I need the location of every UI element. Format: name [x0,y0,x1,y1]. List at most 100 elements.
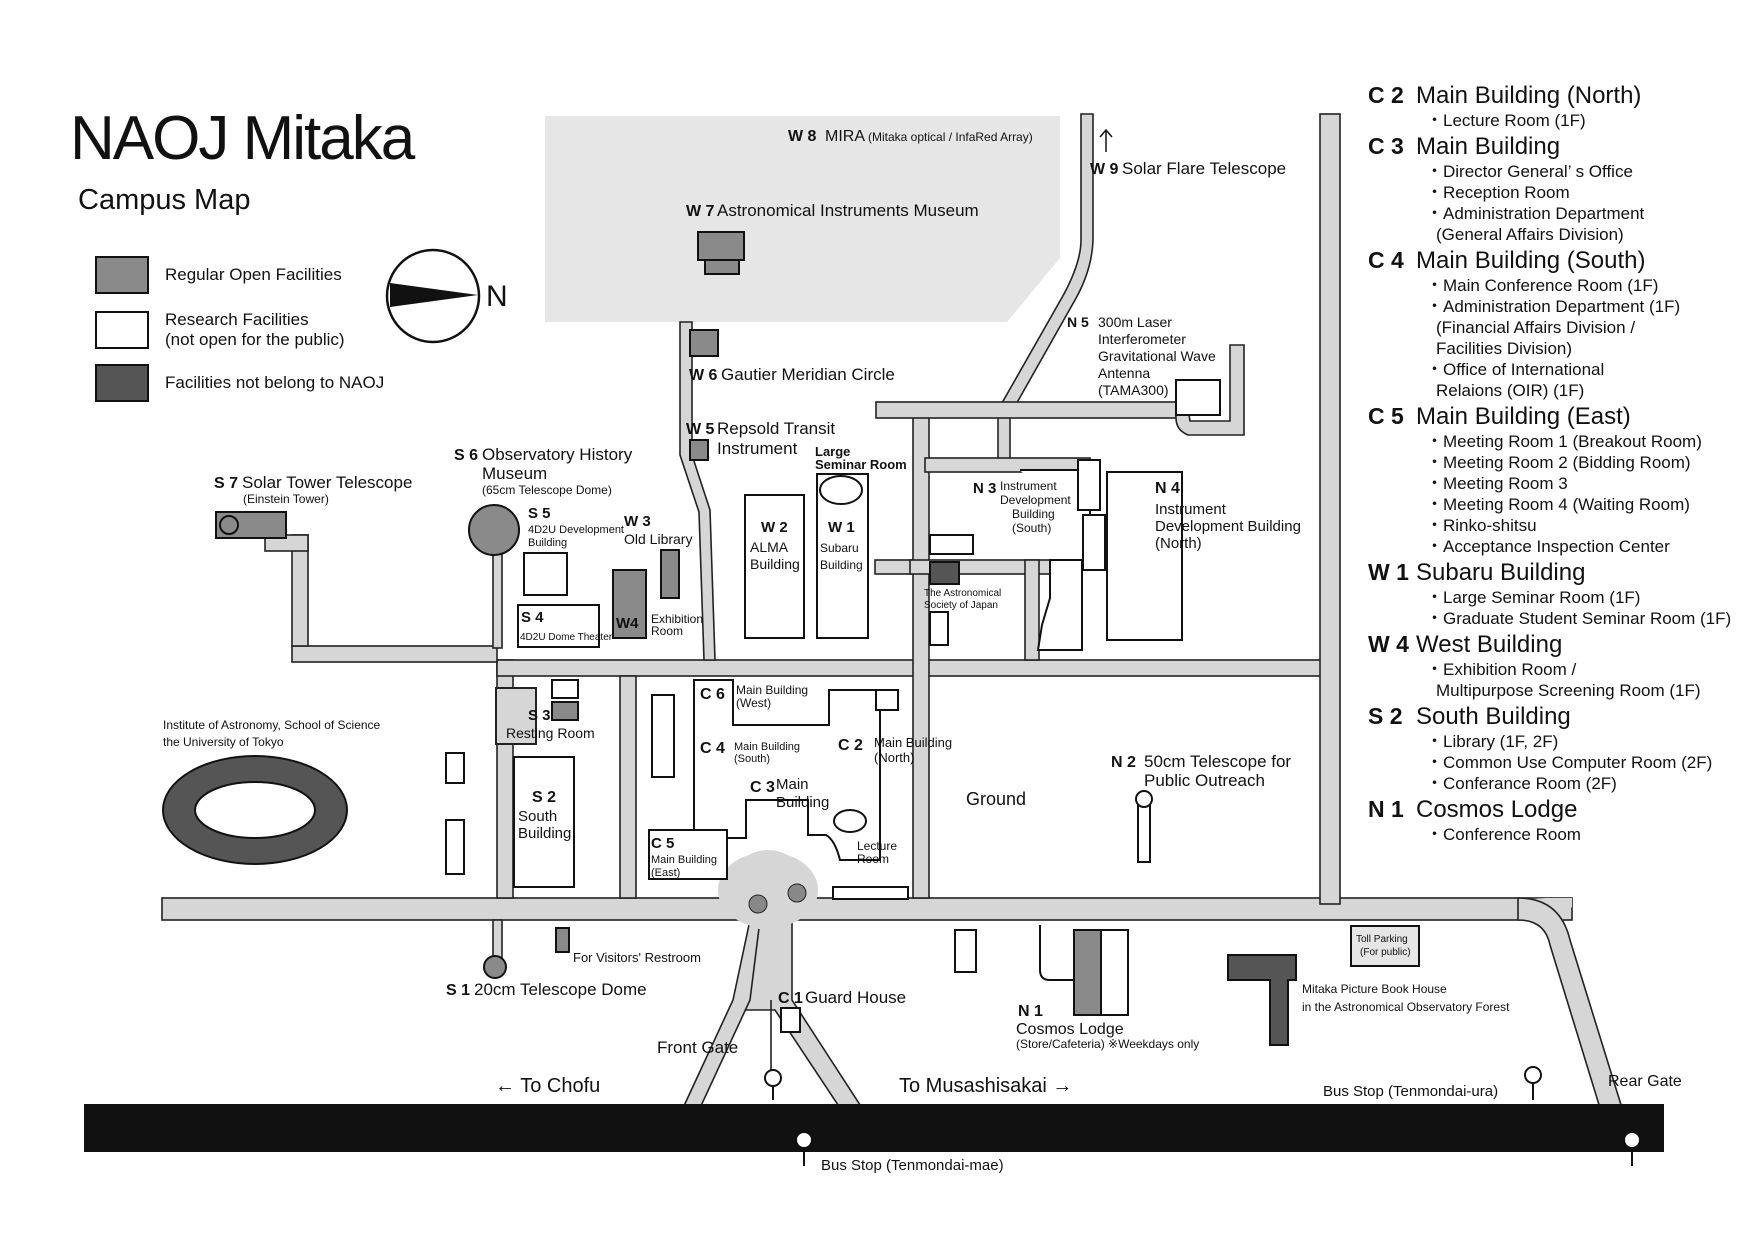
w5-name-2: Instrument [717,439,798,458]
picture-2: in the Astronomical Observatory Forest [1302,1000,1510,1014]
index-code: C 3 [1368,133,1404,159]
bldg-n1b [1100,929,1129,1016]
index-item: ・Director General’ s Office [1426,162,1633,181]
index-item: ・Exhibition Room / Multipurpose Screenin… [1426,660,1701,700]
index-item: ・Library (1F, 2F) [1426,732,1559,751]
bus-stop-icon [764,1066,1641,1166]
w7-code: W 7 [686,203,715,220]
c4-code: C 4 [700,740,725,757]
n2-line-1: 50cm Telescope for [1144,752,1291,771]
bldg-w2 [744,494,805,639]
index-item: ・Office of International Relaions (OIR) … [1426,360,1605,400]
rear-gate: Rear Gate [1608,1073,1682,1090]
w5-code: W 5 [686,421,715,438]
n3-line-2: Development [1000,493,1071,507]
bldg-w3 [660,549,680,599]
legend-label-open: Regular Open Facilities [165,265,342,284]
index-item: ・Administration Department (General Affa… [1426,204,1645,244]
bldg-c1 [780,1007,801,1033]
main-road [84,1104,1664,1152]
large-seminar-dome [819,475,863,505]
index-name: West Building [1416,631,1563,658]
index-code: S 2 [1368,703,1403,729]
bldg-w6 [689,329,719,357]
s7-name: Solar Tower Telescope [242,473,412,492]
bldg-s4 [517,604,600,648]
s6-name-2: Museum [482,464,547,483]
bldg-s3a [551,679,579,699]
s3-name: Resting Room [506,725,595,741]
n5-line-4: Antenna [1098,365,1150,381]
c5-name-2: (East) [651,867,680,879]
index-name: Main Building [1416,133,1561,160]
index-item: ・Lecture Room (1F) [1426,111,1586,130]
w1-code: W 1 [828,519,855,536]
index-item: ・Reception Room [1426,183,1570,202]
legend-swatch-nonnaoj [95,364,149,402]
compass-icon: N [385,248,508,344]
n5-line-2: Interferometer [1098,331,1186,347]
legend-label-research: Research Facilities (not open for the pu… [165,310,345,349]
page-title: NAOJ Mitaka [70,104,415,173]
n2-code: N 2 [1111,754,1136,771]
w8-name: MIRA [825,128,865,145]
index-code: C 5 [1368,403,1404,429]
bldg-s6 [468,504,520,556]
w2-code: W 2 [761,519,788,536]
lecture-2: Room [857,852,889,866]
legend-label-nonnaoj: Facilities not belong to NAOJ [165,373,385,392]
w8-sub: (Mitaka optical / InfaRed Array) [868,130,1033,144]
s2-code: S 2 [532,789,556,806]
n1-name: Cosmos Lodge [1016,1021,1124,1038]
n1-code: N 1 [1018,1003,1043,1020]
n3-line-1: Instrument [1000,479,1057,493]
bldg-w7 [697,231,745,261]
index-item: ・Meeting Room 1 (Breakout Room) [1426,432,1702,451]
large-seminar-1: Large [815,444,850,459]
w1-name-1: Subaru [820,541,859,555]
s1-name: 20cm Telescope Dome [474,980,647,999]
index-item: ・Acceptance Inspection Center [1426,537,1670,556]
c1-code: C 1 [778,990,803,1007]
index-item: ・Graduate Student Seminar Room (1F) [1426,609,1732,628]
legend-nonnaoj: Facilities not belong to NAOJ [95,364,384,402]
asj-2: Society of Japan [924,600,998,611]
s5-name-1: 4D2U Development [528,524,624,536]
bus-stop-mae: Bus Stop (Tenmondai-mae) [821,1157,1004,1174]
w9-code: W 9 [1090,161,1119,178]
w5-name-1: Repsold Transit [717,419,835,438]
index-code: C 2 [1368,82,1404,108]
bldg-n1a [1073,929,1102,1016]
w1-name-2: Building [820,558,863,572]
ioa-line-2: the University of Tokyo [163,735,284,749]
c3-name-2: Building [776,794,829,811]
bldg-c-complex [693,679,881,861]
s1-code: S 1 [446,982,470,999]
n3-line-4: (South) [1012,521,1051,535]
mira-zone [545,116,1060,322]
s7-sub: (Einstein Tower) [243,492,329,506]
bldg-w5 [689,439,709,461]
index-item: ・Meeting Room 4 (Waiting Room) [1426,495,1690,514]
n5-line-1: 300m Laser [1098,314,1172,330]
s6-sub: (65cm Telescope Dome) [482,483,612,497]
large-seminar-2: Seminar Room [815,457,907,472]
w8-code: W 8 [788,128,817,145]
index-name: Main Building (South) [1416,247,1646,274]
c2-code: C 2 [838,737,863,754]
c6-code: C 6 [700,686,725,703]
w3-name: Old Library [624,531,692,547]
c6-name-1: Main Building [736,683,808,697]
s7-code: S 7 [214,475,238,492]
n4-code: N 4 [1155,480,1180,497]
index-item: ・Large Seminar Room (1F) [1426,588,1641,607]
to-chofu: ← To Chofu [495,1075,600,1097]
w2-name-2: Building [750,556,800,572]
toll-parking [1350,925,1420,967]
